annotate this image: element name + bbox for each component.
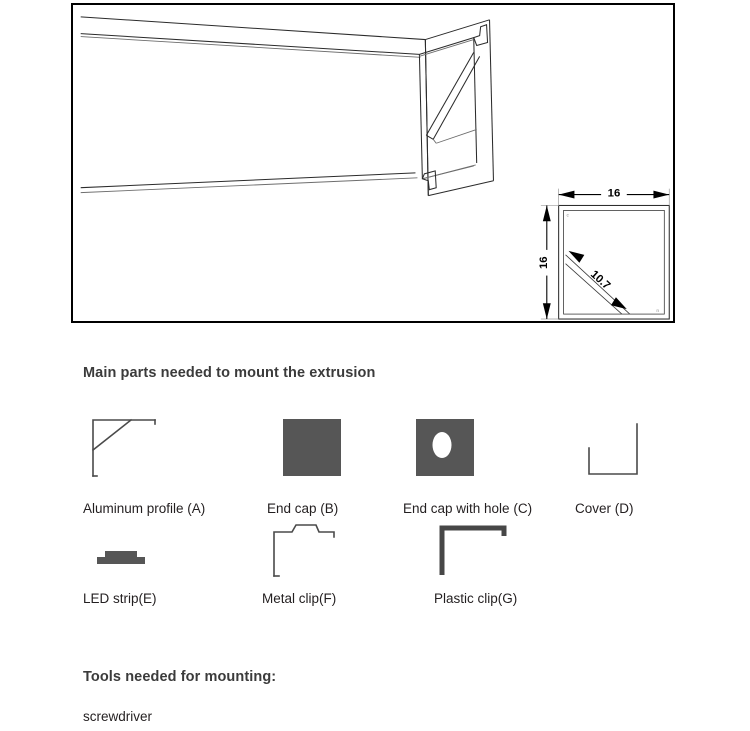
part-label-aluminum-profile: Aluminum profile (A) xyxy=(83,501,206,516)
dimension-diagonal-label: 10.7 xyxy=(588,268,612,292)
part-label-led-strip: LED strip(E) xyxy=(83,591,157,606)
cover-angle-icon xyxy=(581,410,657,486)
technical-drawing-canvas: c n 16 16 xyxy=(80,16,670,320)
part-label-end-cap: End cap (B) xyxy=(267,501,339,516)
corner-mark-top-left: c xyxy=(567,213,570,218)
end-cap-solid-icon xyxy=(275,410,351,486)
extrusion-perspective-view xyxy=(80,16,494,197)
aluminum-profile-corner-icon xyxy=(83,410,159,486)
tools-item-screwdriver: screwdriver xyxy=(83,709,153,724)
tools-heading: Tools needed for mounting: xyxy=(83,669,277,685)
dimension-diagonal: 10.7 xyxy=(568,250,627,310)
main-parts-heading: Main parts needed to mount the extrusion xyxy=(83,365,376,381)
part-label-metal-clip: Metal clip(F) xyxy=(262,591,337,606)
technical-drawing-frame: c n 16 16 xyxy=(71,3,675,323)
dimension-height-label: 16 xyxy=(538,256,550,269)
end-cap-with-hole-icon xyxy=(408,410,484,486)
led-strip-icon xyxy=(83,520,159,576)
part-label-cover: Cover (D) xyxy=(575,501,634,516)
dimension-width-label: 16 xyxy=(608,188,621,200)
part-label-plastic-clip: Plastic clip(G) xyxy=(434,591,518,606)
metal-clip-icon xyxy=(262,520,342,580)
dimension-width: 16 xyxy=(558,184,670,206)
corner-mark-bottom-right: n xyxy=(656,309,659,314)
cross-section-dimensioned-view: c n 16 16 xyxy=(538,184,670,320)
plastic-clip-icon xyxy=(434,520,514,580)
dimension-height: 16 xyxy=(538,205,559,320)
part-label-end-cap-with-hole: End cap with hole (C) xyxy=(403,501,533,516)
